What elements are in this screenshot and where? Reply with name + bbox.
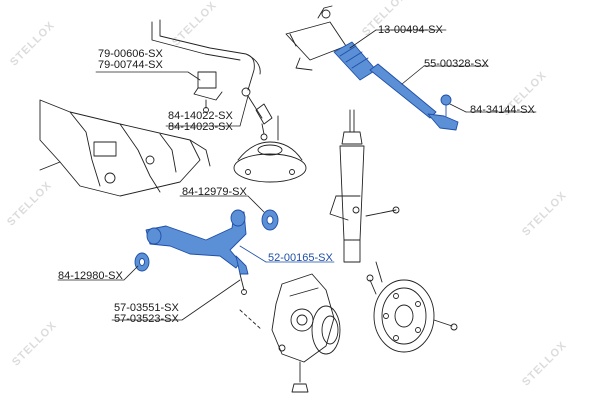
arm-bushing-front [134, 252, 150, 272]
part-label-arm-bush-rear: 84-12979-SX [182, 186, 247, 198]
ball-joint [239, 273, 263, 331]
part-label-rack: 13-00494-SX [378, 24, 443, 36]
hub-bearing [311, 305, 341, 355]
subframe [39, 99, 211, 197]
tie-rod [369, 63, 437, 119]
arm-bushing-rear [261, 209, 279, 231]
part-label-stab-bush-a: 79-00606-SX [98, 48, 163, 60]
part-label-stab-bush-b: 79-00744-SX [98, 59, 163, 71]
leader-lines [57, 29, 537, 321]
part-label-ball-joint-b: 57-03523-SX [114, 313, 179, 325]
tie-rod-end [427, 94, 459, 131]
part-label-tie-rod: 55-00328-SX [424, 58, 489, 70]
part-label-control-arm: 52-00165-SX [268, 252, 333, 264]
part-label-ball-joint-a: 57-03551-SX [114, 302, 179, 314]
part-label-arm-bush-front: 84-12980-SX [58, 270, 123, 282]
part-label-link-a: 84-14022-SX [168, 110, 233, 122]
strut-bolts [365, 206, 400, 295]
stabilizer-bushing [193, 71, 223, 113]
steering-rack [285, 5, 347, 71]
stabilizer-bar [151, 19, 261, 91]
steering-knuckle [271, 273, 335, 393]
wheel-hub [373, 261, 458, 353]
lower-control-arm [145, 209, 249, 275]
strut-top-mount [233, 141, 307, 183]
stabilizer-link [241, 87, 279, 141]
part-label-link-b: 84-14023-SX [168, 121, 233, 133]
rack-boot [333, 41, 377, 81]
shock-absorber [329, 109, 365, 263]
part-label-tie-rod-end: 84-34144-SX [470, 104, 535, 116]
